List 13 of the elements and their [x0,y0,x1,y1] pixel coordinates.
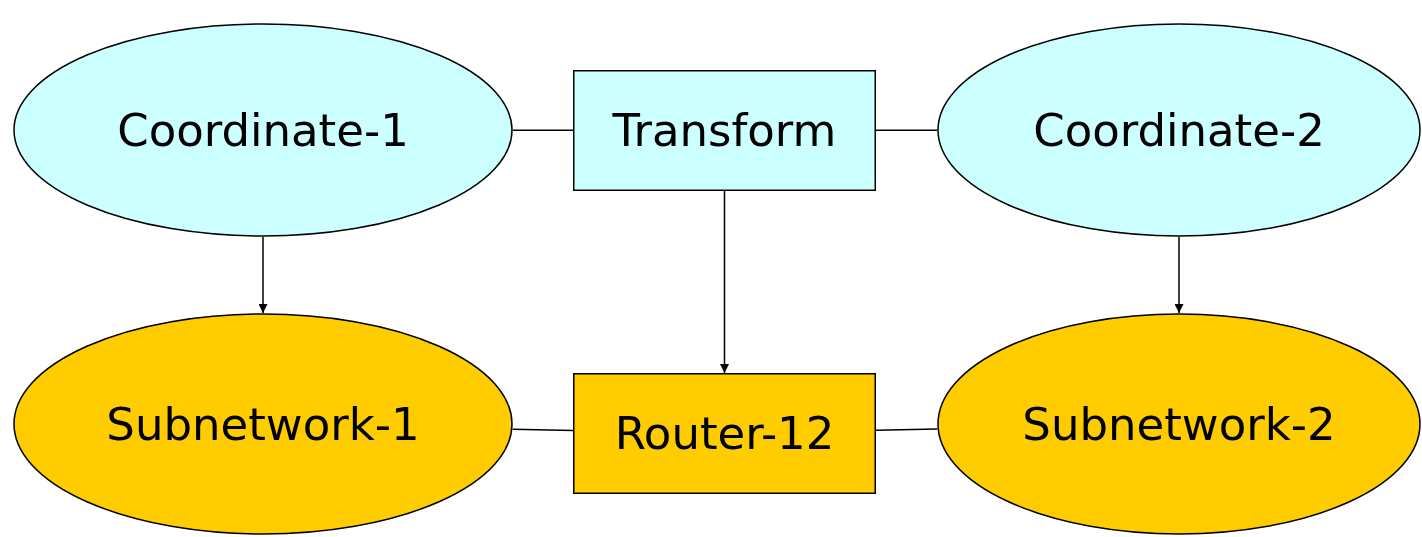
node-label: Transform [612,104,837,157]
node-label: Router-12 [614,407,835,460]
connector-line [512,428,574,432]
node-label: Subnetwork-2 [1022,397,1336,451]
connector-line [512,129,574,132]
arrow [258,236,268,314]
connector-line [875,428,938,432]
connector-line [875,129,938,132]
node-label: Coordinate-1 [117,103,409,157]
arrow [1174,236,1184,314]
node-label: Subnetwork-1 [106,397,420,451]
node-label: Coordinate-2 [1033,103,1325,157]
arrow [720,190,729,374]
